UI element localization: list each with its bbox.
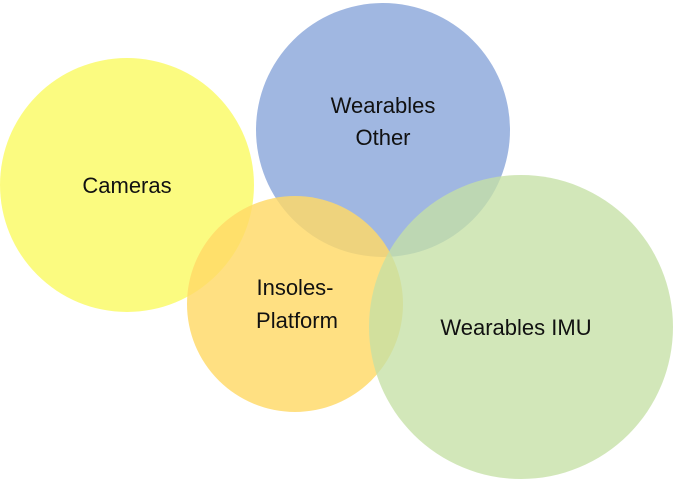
label-insoles-platform-line2: Platform <box>256 308 338 333</box>
label-wearables-imu: Wearables IMU <box>440 315 591 340</box>
circle-wearables-imu <box>369 175 673 479</box>
circle-cameras <box>0 58 254 312</box>
circle-insoles-platform <box>187 196 403 412</box>
circle-wearables-other <box>256 3 510 257</box>
label-insoles-platform-line1: Insoles- <box>256 275 333 300</box>
label-cameras: Cameras <box>82 173 171 198</box>
label-wearables-other-line1: Wearables <box>331 93 436 118</box>
label-wearables-other-line2: Other <box>355 125 410 150</box>
